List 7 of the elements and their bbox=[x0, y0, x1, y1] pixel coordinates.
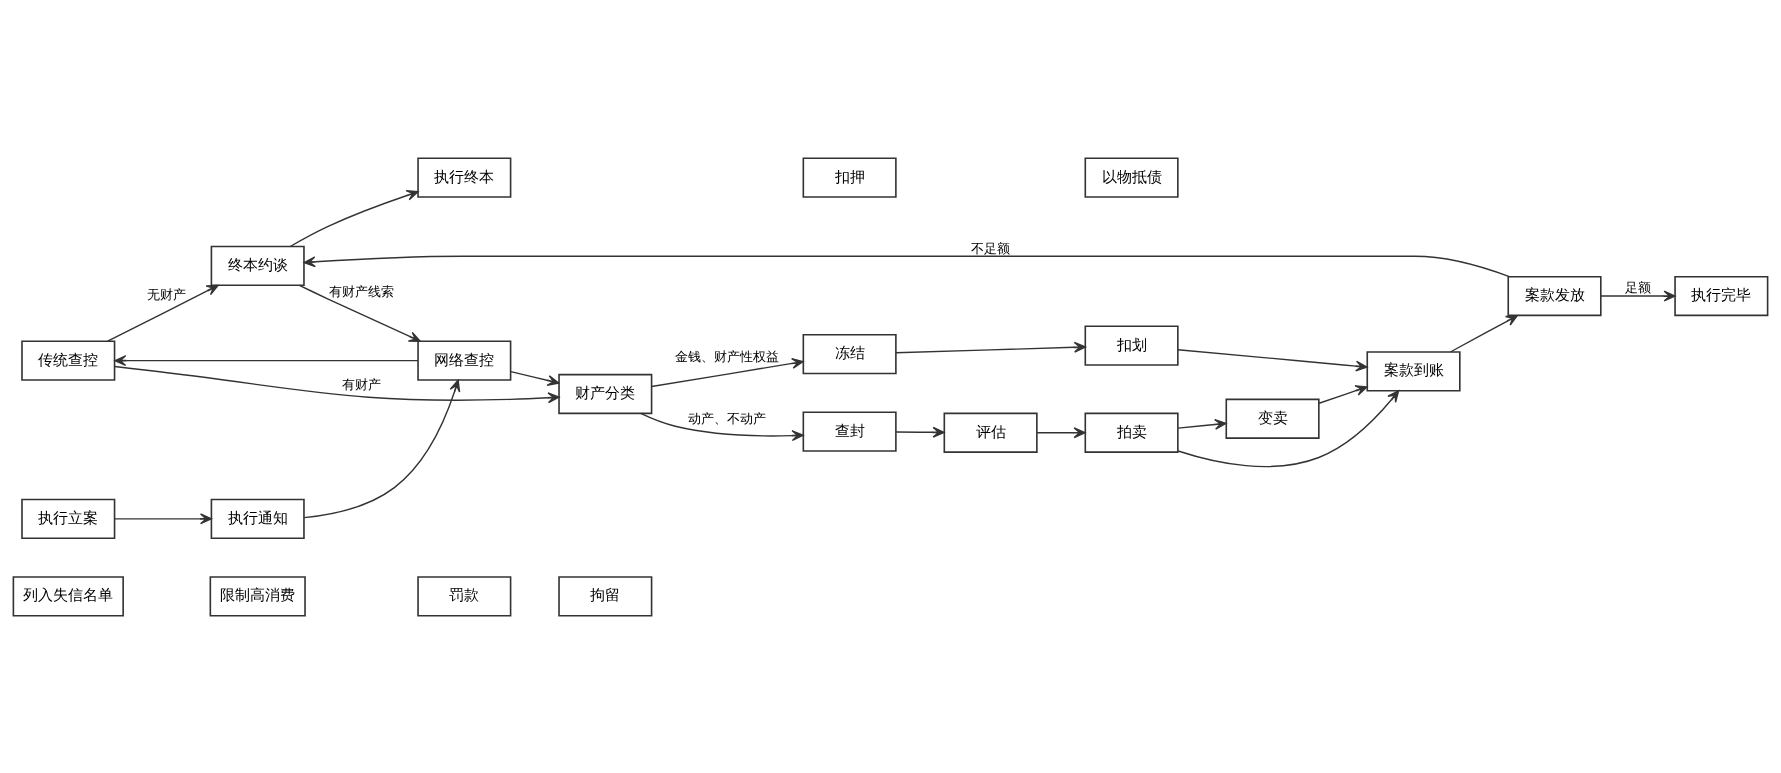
edge-label: 有财产线索 bbox=[329, 283, 395, 299]
edge-label: 动产、不动产 bbox=[688, 410, 767, 426]
edge-label: 金钱、财产性权益 bbox=[675, 348, 780, 364]
edge-label: 有财产 bbox=[342, 376, 382, 392]
edge-label: 足额 bbox=[1624, 279, 1651, 295]
edge-label: 无财产 bbox=[147, 286, 187, 302]
edge-label: 不足额 bbox=[971, 240, 1011, 256]
